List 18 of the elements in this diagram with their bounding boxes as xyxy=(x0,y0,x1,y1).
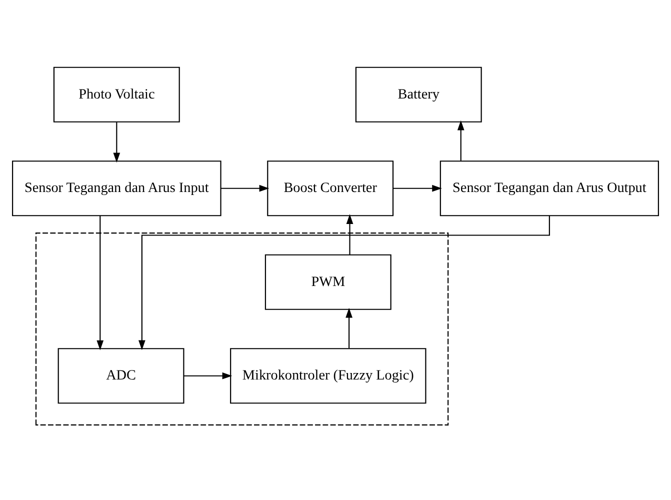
node-box: PWM xyxy=(264,254,392,310)
arrow xyxy=(184,372,232,379)
node-box: Sensor Tegangan dan Arus Output xyxy=(440,160,659,216)
node-box: Mikrokontroler (Fuzzy Logic) xyxy=(230,348,426,404)
arrow xyxy=(138,215,550,350)
arrow xyxy=(346,307,352,348)
node-box: Photo Voltaic xyxy=(53,66,180,122)
arrow xyxy=(220,184,270,192)
node-box: Battery xyxy=(355,66,482,122)
arrow xyxy=(457,120,464,160)
arrow xyxy=(393,184,442,192)
node-box: Boost Converter xyxy=(267,160,394,216)
arrow xyxy=(96,215,104,350)
node-box: ADC xyxy=(58,348,184,404)
node-box: Sensor Tegangan dan Arus Input xyxy=(12,160,222,216)
cluster xyxy=(35,232,449,425)
arrow xyxy=(346,214,354,254)
arrow xyxy=(113,122,120,162)
